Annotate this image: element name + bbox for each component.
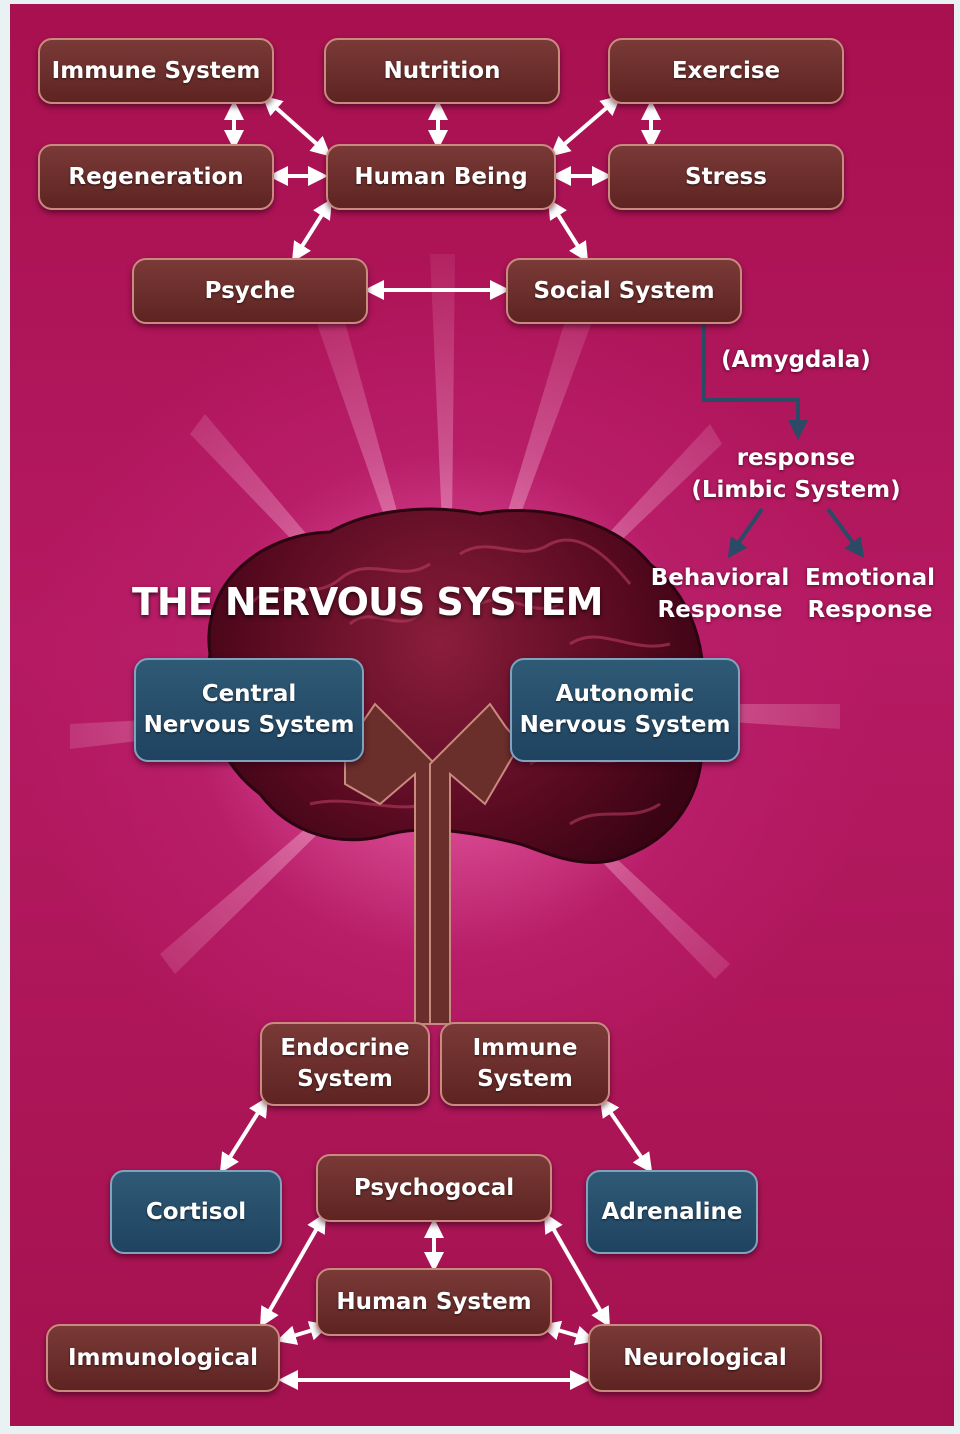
central-nervous-system-label: Central Nervous System (143, 681, 355, 738)
human-system-node: Human System (316, 1268, 552, 1336)
exercise-label: Exercise (671, 57, 781, 84)
diagram-canvas: Immune System Nutrition Exercise Regener… (10, 4, 954, 1426)
cortisol-label: Cortisol (145, 1198, 247, 1225)
nutrition-node: Nutrition (324, 38, 560, 104)
immunological-node: Immunological (46, 1324, 280, 1392)
neurological-node: Neurological (588, 1324, 822, 1392)
immunological-label: Immunological (67, 1344, 259, 1371)
diagram-title: THE NERVOUS SYSTEM (132, 580, 603, 624)
stress-label: Stress (685, 163, 767, 190)
human-being-label: Human Being (354, 163, 528, 190)
emotional-response-label: Emotional Response (805, 565, 935, 623)
psychogocal-node: Psychogocal (316, 1154, 552, 1222)
immune-system-lower-node: Immune System (440, 1022, 610, 1106)
human-system-label: Human System (336, 1288, 532, 1315)
exercise-node: Exercise (608, 38, 844, 104)
neurological-label: Neurological (623, 1344, 787, 1371)
endocrine-system-node: Endocrine System (260, 1022, 430, 1106)
regeneration-label: Regeneration (68, 163, 244, 190)
social-system-label: Social System (533, 277, 715, 304)
psyche-label: Psyche (204, 277, 296, 304)
limbic-response-label: response (Limbic System) (691, 445, 901, 503)
adrenaline-node: Adrenaline (586, 1170, 758, 1254)
immune-system-label: Immune System (51, 57, 261, 84)
endocrine-system-label: Endocrine System (280, 1035, 410, 1092)
psychogocal-label: Psychogocal (353, 1174, 515, 1201)
stress-node: Stress (608, 144, 844, 210)
nervous-system-stem (344, 702, 522, 1025)
psyche-node: Psyche (132, 258, 368, 324)
human-being-node: Human Being (326, 144, 556, 210)
autonomic-nervous-system-label: Autonomic Nervous System (519, 681, 731, 738)
cortisol-node: Cortisol (110, 1170, 282, 1254)
immune-system-lower-label: Immune System (472, 1035, 578, 1092)
nutrition-label: Nutrition (383, 57, 501, 84)
central-nervous-system-node: Central Nervous System (134, 658, 364, 762)
social-system-node: Social System (506, 258, 742, 324)
regeneration-node: Regeneration (38, 144, 274, 210)
adrenaline-label: Adrenaline (601, 1198, 743, 1225)
autonomic-nervous-system-node: Autonomic Nervous System (510, 658, 740, 762)
amygdala-label: (Amygdala) (721, 347, 871, 373)
immune-system-node: Immune System (38, 38, 274, 104)
behavioral-response-label: Behavioral Response (650, 565, 790, 623)
